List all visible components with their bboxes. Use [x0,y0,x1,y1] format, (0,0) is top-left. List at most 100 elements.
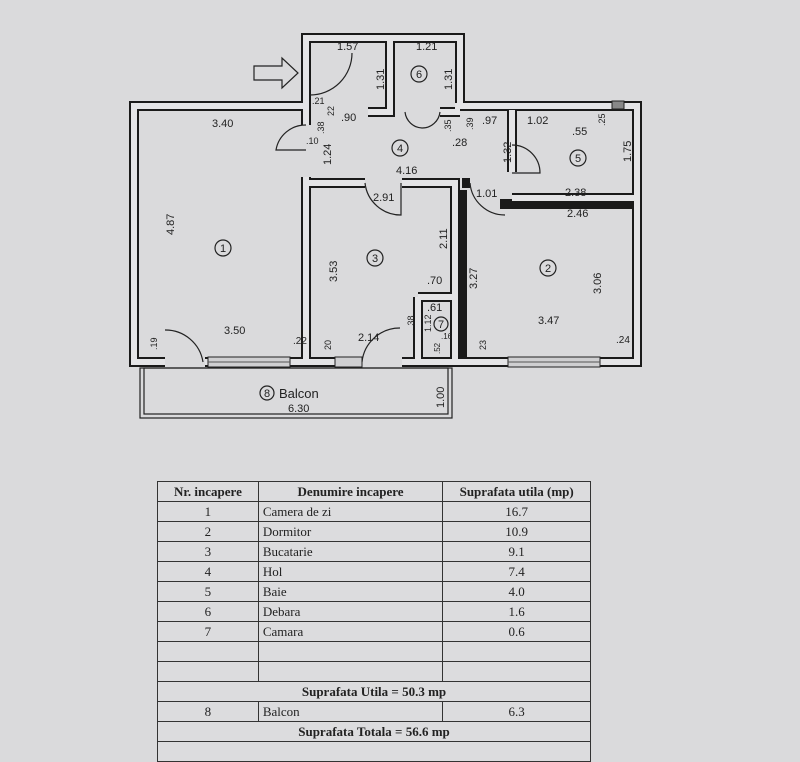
room-area: 0.6 [442,621,591,642]
dimension: 3.27 [468,268,480,289]
walls [129,33,642,367]
room-name: Baie [257,581,444,602]
dimension: .19 [149,337,159,350]
room-area-table: Nr. incapere Denumire incapere Suprafata… [157,481,591,762]
room-number: 7 [157,621,259,642]
room-area: 9.1 [442,541,591,562]
header-room-name: Denumire incapere [257,481,444,502]
useful-area-row: Suprafata Utila = 50.3 mp [157,681,591,702]
room-name: Hol [257,561,444,582]
room-number: 6 [157,601,259,622]
empty-row [157,661,591,682]
dimension: 3.50 [224,325,245,337]
room-area: 7.4 [442,561,591,582]
room-number: 8 [157,701,259,722]
room-name: Camera de zi [257,501,444,522]
dimension: 1.75 [622,141,634,162]
room-area: 4.0 [442,581,591,602]
dimension: .21 [312,96,325,106]
room-number-7: 7 [438,319,444,331]
room-number: 3 [157,541,259,562]
dimension: 1.21 [416,41,437,53]
room-number: 1 [157,501,259,522]
room-name: Bucatarie [257,541,444,562]
dimension: 6.30 [288,403,309,415]
dimension: 1.01 [476,188,497,200]
dimension: 20 [323,340,333,350]
dimension: .97 [482,115,497,127]
room-number: 4 [157,561,259,582]
room-name: Dormitor [257,521,444,542]
dimension: .52 [433,342,442,354]
balcony-outline [139,367,453,419]
room-number-2: 2 [545,263,551,275]
dimension: .70 [427,275,442,287]
dimension: .22 [293,336,307,347]
dimension: 1.02 [527,115,548,127]
useful-area-total: Suprafata Utila = 50.3 mp [157,681,591,702]
room-name: Camara [257,621,444,642]
dimension: .16 [441,332,453,341]
dimension: 2.14 [358,332,379,344]
room-area: 6.3 [442,701,591,722]
dimension: 2.11 [438,228,450,249]
dimension: 3.40 [212,118,233,130]
table-header-row: Nr. incapere Denumire incapere Suprafata… [157,481,591,502]
entry-arrow-icon [253,56,299,90]
dimension: 1.12 [423,314,433,332]
dimension: .10 [306,136,319,146]
room-number-1: 1 [220,243,226,255]
dimension: .39 [465,117,475,130]
total-area-row: Suprafata Totala = 56.6 mp [157,721,591,742]
dimension: 3.06 [592,273,604,294]
room-number-6: 6 [416,69,422,81]
room-name: Balcon [257,701,444,722]
room-number-5: 5 [575,153,581,165]
room-number-4: 4 [397,143,403,155]
dimension: .38 [406,315,416,328]
dimension: 2.46 [567,208,588,220]
room-markers: 1 2 3 4 5 6 7 8 Balcon [214,65,587,401]
dimension: 1.00 [435,387,447,408]
header-room-number: Nr. incapere [157,481,259,502]
dimension: 23 [478,340,488,350]
windows [207,100,625,368]
dimension: .24 [616,335,630,346]
door-swings [164,52,541,363]
dimension: 1.32 [502,142,514,163]
dimensions: 1.57 1.21 1.31 1.31 .21 22 .90 3.40 .38 … [149,41,634,415]
room-name: Debara [257,601,444,622]
room-number: 2 [157,521,259,542]
room-number-8: 8 [264,388,270,400]
dimension: 4.16 [396,165,417,177]
dimension: 2.38 [565,187,586,199]
balcony-label: Balcon [279,386,319,401]
dimension: 1.31 [375,69,387,90]
dimension: .28 [452,137,467,149]
dimension: 2.91 [373,192,394,204]
room-number: 5 [157,581,259,602]
total-area: Suprafata Totala = 56.6 mp [157,721,591,742]
header-area: Suprafata utila (mp) [442,481,591,502]
dimension: .61 [427,302,442,314]
dimension: .38 [316,121,326,134]
dimension: 1.31 [443,69,455,90]
floor-plan: 1 2 3 4 5 6 7 8 Balcon 1.57 1.21 1.31 1.… [129,33,642,419]
empty-row [157,741,591,762]
dimension: 4.87 [165,214,177,235]
dimension: 1.57 [337,41,358,53]
room-area: 1.6 [442,601,591,622]
dimension: .90 [341,112,356,124]
room-area: 10.9 [442,521,591,542]
dimension: 3.53 [328,261,340,282]
dimension: .55 [572,126,587,138]
dimension: .25 [597,113,607,126]
